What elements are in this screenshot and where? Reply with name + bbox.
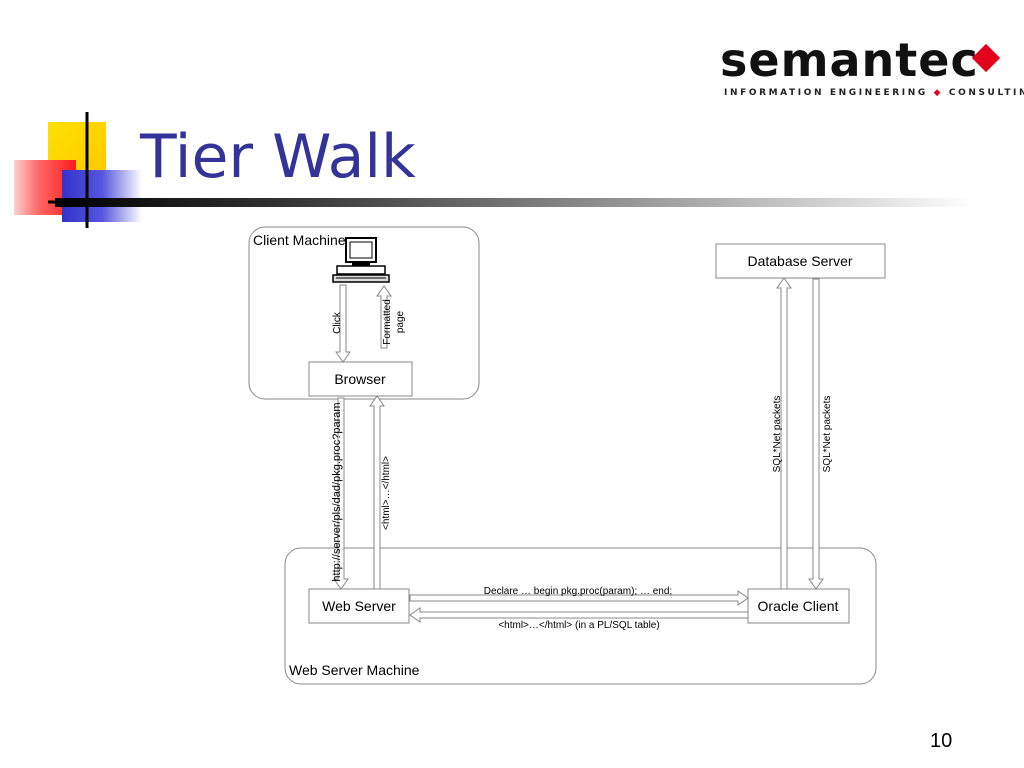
declare-call-arrow — [409, 590, 749, 606]
sqlnet-down-label: SQL*Net packets — [822, 396, 833, 473]
logo-tagline-separator: ◆ — [933, 88, 944, 98]
client-machine-box — [248, 226, 480, 400]
logo-wordmark: semantec — [720, 33, 979, 87]
url-request-arrow — [333, 397, 349, 590]
formatted-page-label-line2: page — [395, 310, 406, 333]
title-underline — [55, 198, 975, 207]
click-label: Click — [332, 311, 343, 334]
logo-tagline-right: CONSULTING — [948, 88, 1024, 98]
sqlnet-up-label: SQL*Net packets — [772, 396, 783, 473]
sqlnet-up-arrow — [776, 277, 792, 590]
client-machine-label: Client Machine — [253, 232, 346, 248]
browser-label: Browser — [334, 371, 386, 387]
plsql-response-label: <html>…</html> (in a PL/SQL table) — [498, 620, 659, 631]
url-request-label: http://server/pls/dad/pkg.proc?param — [331, 402, 343, 581]
html-response-label: <html>…</html> — [381, 456, 392, 530]
html-response-arrow — [369, 395, 385, 590]
web-server-box — [308, 588, 410, 624]
web-server-machine-box — [284, 547, 877, 685]
database-server-box — [715, 243, 886, 279]
oracle-client-box — [747, 588, 850, 624]
database-server-label: Database Server — [747, 253, 852, 269]
computer-icon — [332, 237, 390, 283]
semantec-logo: semantec INFORMATION ENGINEERING ◆ CONSU… — [720, 33, 1024, 104]
formatted-page-arrow — [376, 285, 392, 349]
formatted-page-label-line1: Formatted — [382, 299, 393, 345]
logo-tagline: INFORMATION ENGINEERING ◆ CONSULTING — [724, 88, 1024, 98]
logo-tagline-left: INFORMATION ENGINEERING — [724, 88, 928, 98]
browser-box — [308, 361, 413, 397]
page-number: 10 — [930, 730, 953, 752]
slide-title: Tier Walk — [140, 122, 416, 192]
click-arrow — [335, 284, 351, 363]
web-server-label: Web Server — [322, 598, 396, 614]
web-server-machine-label: Web Server Machine — [289, 662, 420, 678]
oracle-client-label: Oracle Client — [758, 598, 839, 614]
blue-square — [62, 170, 142, 222]
sqlnet-down-arrow — [808, 278, 824, 590]
declare-call-label: Declare … begin pkg.proc(param); … end; — [484, 586, 672, 597]
plsql-response-arrow — [409, 607, 749, 623]
